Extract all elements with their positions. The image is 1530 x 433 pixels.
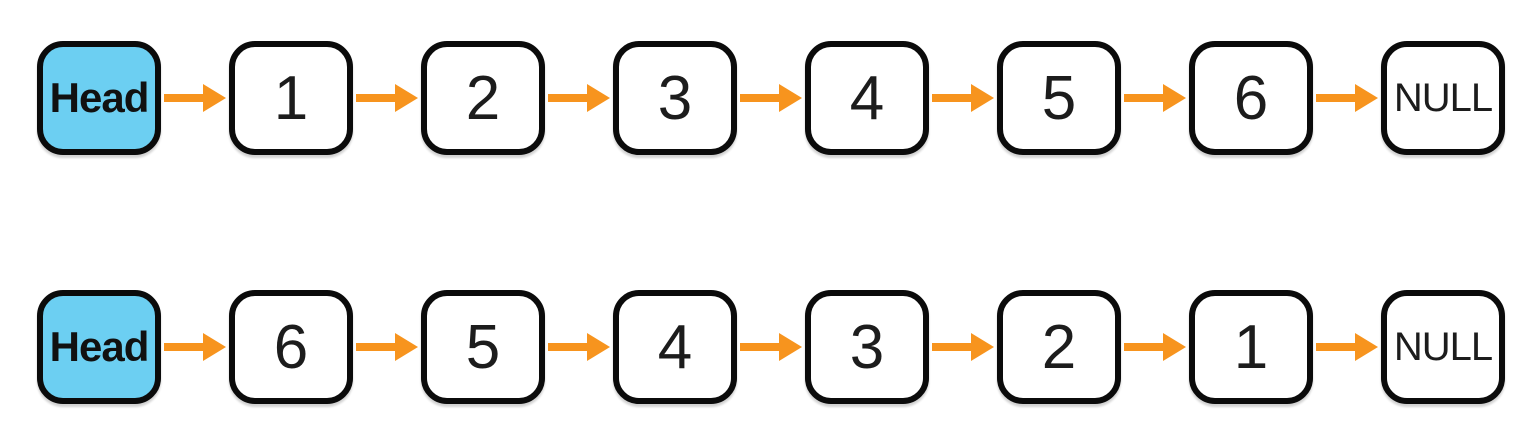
arrow-icon xyxy=(1313,290,1381,404)
arrow-icon xyxy=(737,290,805,404)
list-node: 2 xyxy=(421,41,545,155)
arrow-icon xyxy=(929,290,997,404)
list-node: 1 xyxy=(229,41,353,155)
head-node: Head xyxy=(37,41,161,155)
arrow-icon xyxy=(353,41,421,155)
list-node: 2 xyxy=(997,290,1121,404)
linked-list-row-reversed: Head 6 5 4 3 2 1 NULL xyxy=(37,290,1505,404)
arrow-icon xyxy=(161,41,229,155)
arrow-icon xyxy=(545,290,613,404)
list-node: 4 xyxy=(805,41,929,155)
head-node: Head xyxy=(37,290,161,404)
arrow-icon xyxy=(1121,290,1189,404)
linked-list-row-original: Head 1 2 3 4 5 6 NULL xyxy=(37,41,1505,155)
list-node: 3 xyxy=(805,290,929,404)
arrow-icon xyxy=(161,290,229,404)
list-node: 4 xyxy=(613,290,737,404)
list-node: 6 xyxy=(229,290,353,404)
list-node: 5 xyxy=(421,290,545,404)
arrow-icon xyxy=(737,41,805,155)
arrow-icon xyxy=(1121,41,1189,155)
list-node: 6 xyxy=(1189,41,1313,155)
arrow-icon xyxy=(1313,41,1381,155)
list-node: 1 xyxy=(1189,290,1313,404)
arrow-icon xyxy=(545,41,613,155)
list-node: 5 xyxy=(997,41,1121,155)
null-node: NULL xyxy=(1381,41,1505,155)
arrow-icon xyxy=(929,41,997,155)
arrow-icon xyxy=(353,290,421,404)
list-node: 3 xyxy=(613,41,737,155)
null-node: NULL xyxy=(1381,290,1505,404)
